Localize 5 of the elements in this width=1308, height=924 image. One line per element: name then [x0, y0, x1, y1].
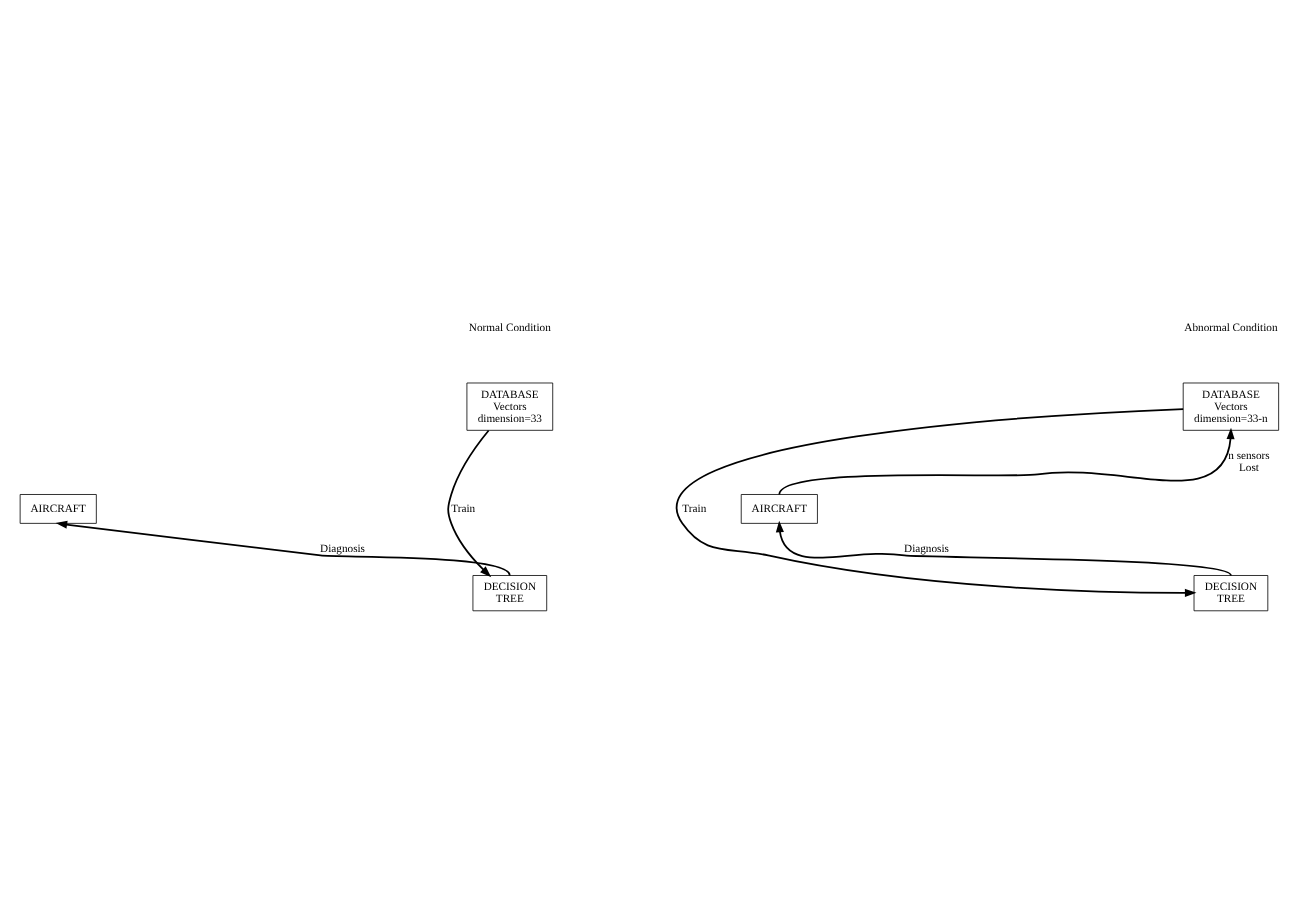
- arrow: [676, 408, 1197, 597]
- arrow: [447, 429, 492, 578]
- arrow: [775, 520, 1232, 577]
- arrow: [778, 427, 1235, 496]
- arrow: [55, 520, 511, 577]
